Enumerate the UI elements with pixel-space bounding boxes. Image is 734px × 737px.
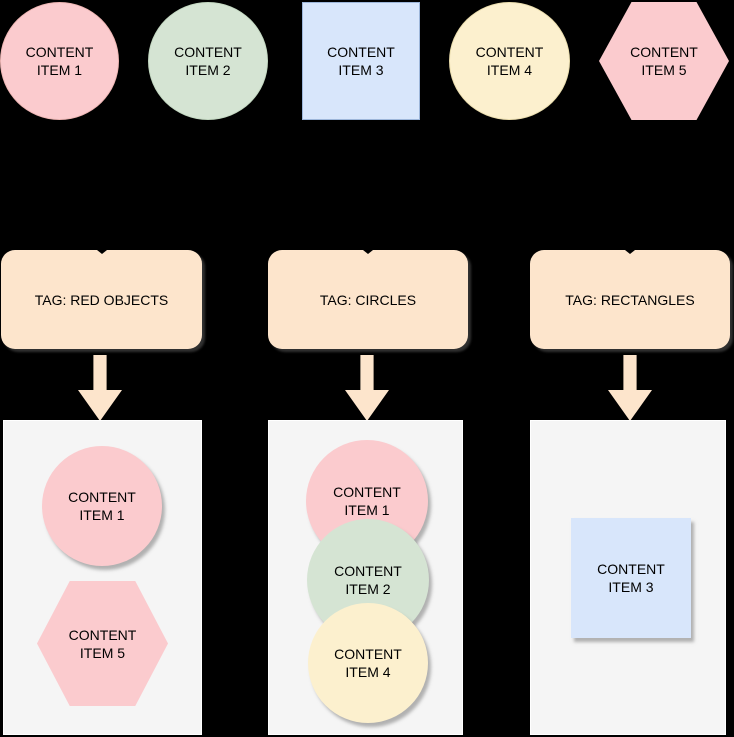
grouped-item-label: CONTENT ITEM 1 [333,484,401,518]
down-arrow-icon [345,355,389,421]
grouped-item-label: CONTENT ITEM 1 [68,489,136,523]
grouped-item-label: CONTENT ITEM 5 [68,626,137,661]
tag-rectangles-label: TAG: RECTANGLES [565,291,695,308]
tag-red-objects-label: TAG: RED OBJECTS [34,291,169,308]
content-item-2-label: CONTENT ITEM 2 [174,44,242,78]
tag-red-objects: TAG: RED OBJECTS [1,250,202,349]
connector-arrowhead-icon [96,250,107,254]
content-item-3-label: CONTENT ITEM 3 [327,44,395,78]
content-item-5-hexagon: CONTENT ITEM 5 [599,2,729,120]
content-item-1-label: CONTENT ITEM 1 [25,44,94,78]
group-red-objects: CONTENT ITEM 1 CONTENT ITEM 5 [3,420,202,735]
content-item-2-circle: CONTENT ITEM 2 [148,2,268,120]
tag-circles-label: TAG: CIRCLES [319,291,417,308]
content-item-3-square: CONTENT ITEM 3 [302,2,420,120]
grouped-item-label: CONTENT ITEM 4 [334,646,402,680]
connector-arrowhead-icon [625,250,635,254]
tag-circles: TAG: CIRCLES [268,250,468,349]
grouped-content-item-4-circle: CONTENT ITEM 4 [308,603,428,723]
grouped-item-label: CONTENT ITEM 2 [334,563,402,597]
group-circles: CONTENT ITEM 1 CONTENT ITEM 2 CONTENT IT… [268,420,463,735]
group-rectangles: CONTENT ITEM 3 [530,420,726,735]
grouped-content-item-1-circle: CONTENT ITEM 1 [42,446,162,566]
grouped-item-label: CONTENT ITEM 3 [597,561,665,595]
content-item-5-label: CONTENT ITEM 5 [630,44,698,78]
down-arrow-icon [78,355,122,421]
grouped-content-item-3-square: CONTENT ITEM 3 [571,518,691,638]
connector-arrowhead-icon [363,250,373,254]
content-item-4-label: CONTENT ITEM 4 [475,44,544,78]
content-item-4-circle: CONTENT ITEM 4 [449,2,570,120]
tag-rectangles: TAG: RECTANGLES [530,250,730,349]
content-item-1-circle: CONTENT ITEM 1 [0,2,119,120]
grouped-content-item-5-hexagon: CONTENT ITEM 5 [37,581,168,706]
down-arrow-icon [608,355,652,421]
